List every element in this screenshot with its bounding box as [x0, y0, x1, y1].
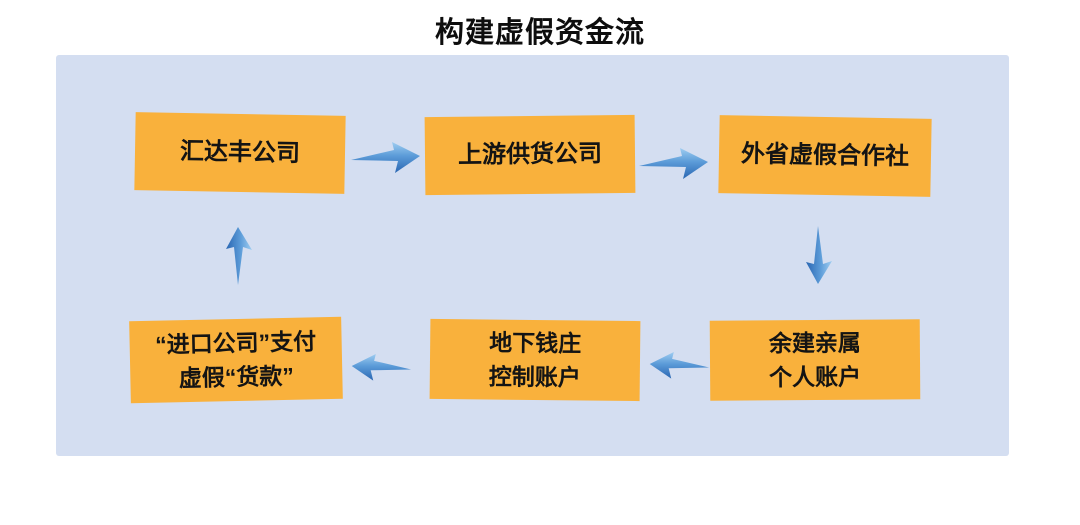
- node-label: 上游供货公司: [457, 140, 603, 169]
- node-label: 汇达丰公司: [179, 137, 301, 168]
- node-underground-bank-controlled-accounts: 地下钱庄 控制账户: [429, 318, 641, 402]
- node-label: 虚假“货款”: [178, 362, 295, 392]
- arrow-left-icon: [351, 353, 412, 381]
- arrow-right-icon: [351, 142, 420, 173]
- arrow-left-icon: [649, 351, 710, 379]
- node-out-of-province-fake-cooperative: 外省虚假合作社: [718, 115, 932, 197]
- node-yujian-relatives-personal-accounts: 余建亲属 个人账户: [709, 319, 921, 401]
- node-label: 地下钱庄: [489, 329, 582, 356]
- node-label: “进口公司”支付: [154, 327, 317, 358]
- arrow-down-icon: [806, 226, 832, 284]
- diagram-title: 构建虚假资金流: [434, 17, 645, 49]
- arrow-right-icon: [639, 148, 708, 179]
- diagram-panel: 汇达丰公司 上游供货公司 外省虚假合作社 “进口公司”支付 虚假“货款” 地下钱…: [56, 55, 1009, 456]
- node-huidafeng-company: 汇达丰公司: [134, 112, 346, 194]
- arrow-up-icon: [226, 227, 252, 285]
- node-label: 余建亲属: [768, 329, 861, 356]
- node-label: 控制账户: [488, 363, 581, 391]
- node-label: 外省虚假合作社: [740, 140, 910, 171]
- node-import-company-pays-fake-payment: “进口公司”支付 虚假“货款”: [129, 316, 343, 404]
- node-upstream-supplier-company: 上游供货公司: [424, 114, 636, 196]
- node-label: 个人账户: [769, 363, 862, 391]
